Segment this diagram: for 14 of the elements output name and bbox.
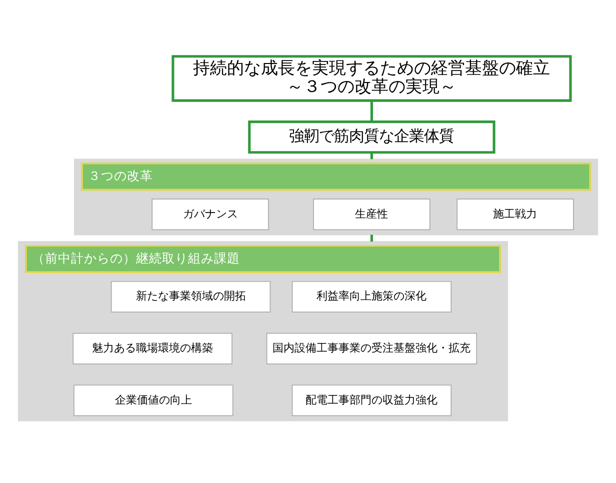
- node-box: 企業価値の向上: [74, 384, 234, 416]
- connector: [370, 234, 373, 242]
- connector: [370, 152, 373, 159]
- node-box: 強靭で筋肉質な企業体質: [248, 120, 496, 154]
- node-box: 生産性: [313, 198, 430, 230]
- node-box: 新たな事業領域の開拓: [110, 280, 271, 312]
- connector: [370, 100, 373, 122]
- node-box: 施工戦力: [456, 198, 574, 230]
- node-box: 配電工事部門の収益力強化: [292, 384, 452, 416]
- node-box: 利益率向上施策の深化: [292, 280, 452, 312]
- node-box: 魅力ある職場環境の構築: [72, 332, 232, 364]
- node-box: ガバナンス: [152, 198, 269, 230]
- node-box: 持続的な成長を実現するための経営基盤の確立 ～３つの改革の実現～: [172, 54, 572, 102]
- node-box: 国内設備工事事業の受注基盤強化・拡充: [266, 332, 478, 364]
